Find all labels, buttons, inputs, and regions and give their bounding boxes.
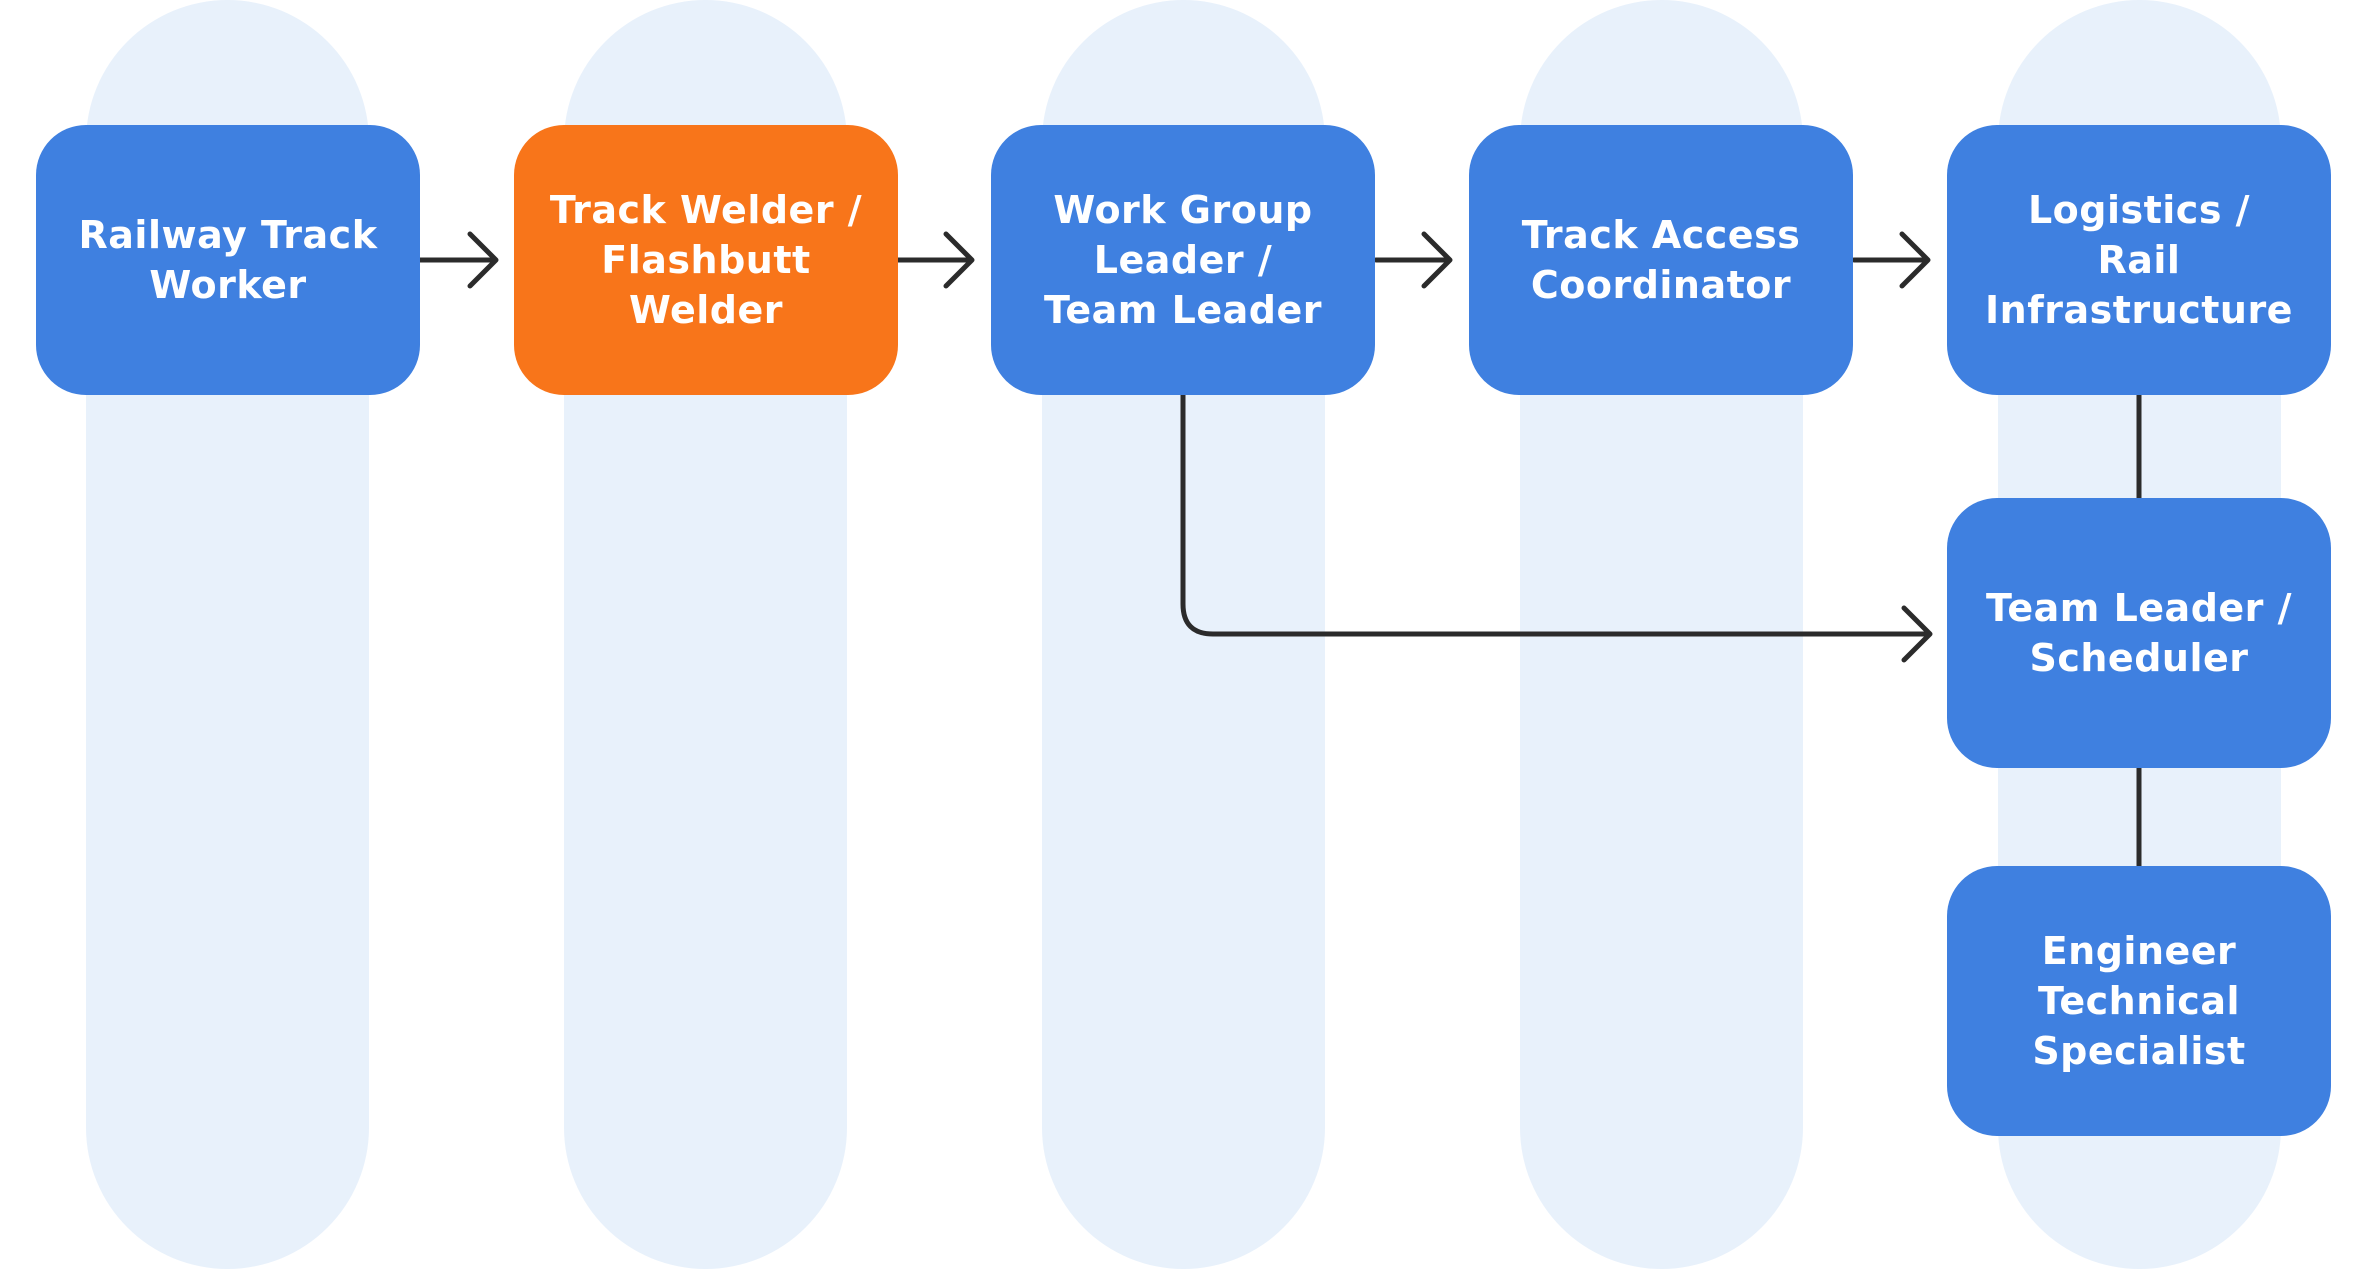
node-track-welder[interactable]: Track Welder / Flashbutt Welder <box>514 125 898 395</box>
node-label-line: Track Access <box>1521 213 1801 257</box>
arrowhead-work-group-leader <box>943 231 975 289</box>
node-label-line: Scheduler <box>2029 636 2249 680</box>
node-engineer-technical-specialist[interactable]: Engineer Technical Specialist <box>1947 866 2331 1136</box>
node-railway-track-worker[interactable]: Railway Track Worker <box>36 125 420 395</box>
arrowhead-track-access-coordinator <box>1421 231 1453 289</box>
node-label-line: Team Leader <box>1044 288 1322 332</box>
node-label-line: Railway Track <box>78 213 378 257</box>
node-label-line: Flashbutt <box>601 238 811 282</box>
arrowhead-track-welder <box>467 231 499 289</box>
node-label-line: Logistics / <box>2027 188 2251 232</box>
arrowhead-logistics <box>1899 231 1931 289</box>
node-label-line: Rail <box>2097 238 2181 282</box>
node-label-line: Worker <box>149 263 307 307</box>
node-label-line: Work Group <box>1053 188 1313 232</box>
node-label-line: Infrastructure <box>1985 288 2293 332</box>
node-track-access-coordinator[interactable]: Track Access Coordinator <box>1469 125 1853 395</box>
edge-work-group-leader-to-team-leader-scheduler <box>1180 392 1931 637</box>
node-label-line: Specialist <box>2032 1029 2246 1073</box>
node-label-line: Team Leader / <box>1985 586 2293 630</box>
node-logistics-rail-infrastructure[interactable]: Logistics / Rail Infrastructure <box>1947 125 2331 395</box>
node-label-line: Engineer <box>2041 929 2237 973</box>
node-label-line: Welder <box>628 288 784 332</box>
node-work-group-leader[interactable]: Work Group Leader / Team Leader <box>991 125 1375 395</box>
node-team-leader-scheduler[interactable]: Team Leader / Scheduler <box>1947 498 2331 768</box>
node-label-line: Technical <box>2038 979 2240 1023</box>
node-label-line: Leader / <box>1093 238 1273 282</box>
node-label-line: Coordinator <box>1530 263 1792 307</box>
arrowhead-team-leader-scheduler <box>1901 605 1933 663</box>
node-label-line: Track Welder / <box>549 188 863 232</box>
